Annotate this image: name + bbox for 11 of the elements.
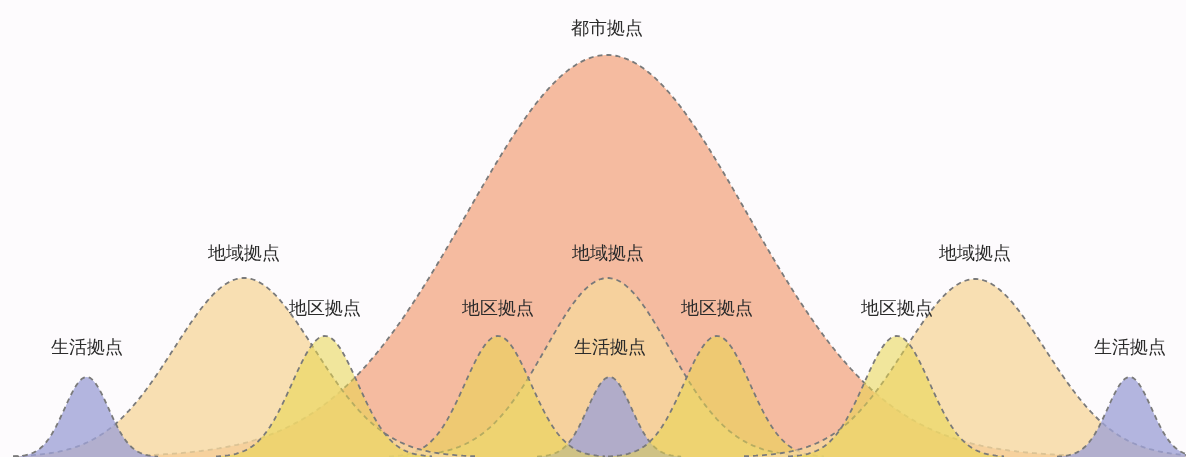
- node-label: 地区拠点: [289, 296, 361, 320]
- node-label: 地域拠点: [208, 241, 280, 265]
- node-label: 都市拠点: [571, 16, 643, 40]
- node-label: 地域拠点: [939, 241, 1011, 265]
- node-label: 地域拠点: [572, 241, 644, 265]
- node-label: 地区拠点: [861, 296, 933, 320]
- node-label: 生活拠点: [51, 335, 123, 359]
- node-label: 生活拠点: [574, 335, 646, 359]
- node-label: 生活拠点: [1094, 335, 1166, 359]
- node-label: 地区拠点: [462, 296, 534, 320]
- node-label: 地区拠点: [681, 296, 753, 320]
